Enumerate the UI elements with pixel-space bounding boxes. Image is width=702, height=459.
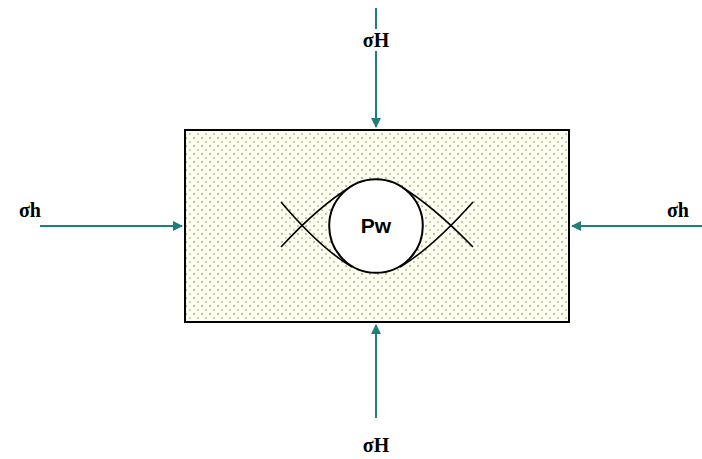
stress-label: σH (361, 434, 391, 456)
stress-label: σh (665, 199, 691, 221)
stress-label: σH (361, 29, 391, 51)
wellbore-circle: Pw (328, 178, 424, 274)
pressure-label: Pw (361, 214, 391, 238)
rock-block (185, 130, 569, 322)
stress-label: σh (17, 199, 43, 221)
stress-arrows (40, 8, 702, 418)
